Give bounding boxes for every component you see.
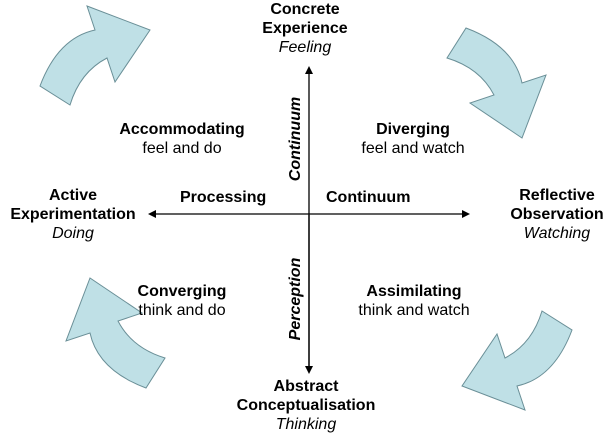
axis-label-continuum-horizontal: Continuum xyxy=(326,189,411,206)
quadrant-bottom-right-desc: think and watch xyxy=(358,302,470,319)
quadrant-top-right: Diverging feel and watch xyxy=(342,120,484,158)
pole-bottom-label: Abstract Conceptualisation Thinking xyxy=(211,377,401,434)
cycle-arrow-top-right xyxy=(446,27,547,139)
quadrant-bottom-left: Converging think and do xyxy=(112,282,252,320)
pole-right-label: Reflective Observation Watching xyxy=(502,186,612,243)
cycle-arrow-bottom-left xyxy=(65,277,166,389)
pole-bottom-sub: Thinking xyxy=(275,416,337,433)
quadrant-top-left-desc: feel and do xyxy=(142,140,222,157)
pole-top-title1: Concrete xyxy=(270,1,340,18)
pole-right-title2: Observation xyxy=(510,206,604,223)
pole-top-label: Concrete Experience Feeling xyxy=(230,0,380,57)
quadrant-bottom-left-desc: think and do xyxy=(138,302,226,319)
cycle-arrow-top-left xyxy=(39,5,151,106)
quadrant-top-left: Accommodating feel and do xyxy=(102,120,262,158)
axis-label-processing: Processing xyxy=(180,189,267,206)
pole-left-sub: Doing xyxy=(52,225,94,242)
cycle-arrow-bottom-right xyxy=(461,310,573,411)
quadrant-bottom-right-name: Assimilating xyxy=(366,283,462,300)
pole-top-sub: Feeling xyxy=(278,39,332,56)
pole-top-title2: Experience xyxy=(262,20,348,37)
axis-label-perception: Perception xyxy=(287,257,304,341)
quadrant-top-left-name: Accommodating xyxy=(119,121,245,138)
pole-right-title1: Reflective xyxy=(519,187,595,204)
pole-left-title1: Active xyxy=(48,187,98,204)
pole-bottom-title2: Conceptualisation xyxy=(236,397,376,414)
quadrant-bottom-left-name: Converging xyxy=(137,283,227,300)
axis-label-continuum-vertical: Continuum xyxy=(287,96,304,182)
quadrant-top-right-desc: feel and watch xyxy=(361,140,465,157)
pole-bottom-title1: Abstract xyxy=(273,378,339,395)
quadrant-bottom-right: Assimilating think and watch xyxy=(338,282,490,320)
quadrant-top-right-name: Diverging xyxy=(376,121,450,138)
pole-left-title2: Experimentation xyxy=(10,206,136,223)
pole-left-label: Active Experimentation Doing xyxy=(0,186,146,243)
pole-right-sub: Watching xyxy=(523,225,591,242)
